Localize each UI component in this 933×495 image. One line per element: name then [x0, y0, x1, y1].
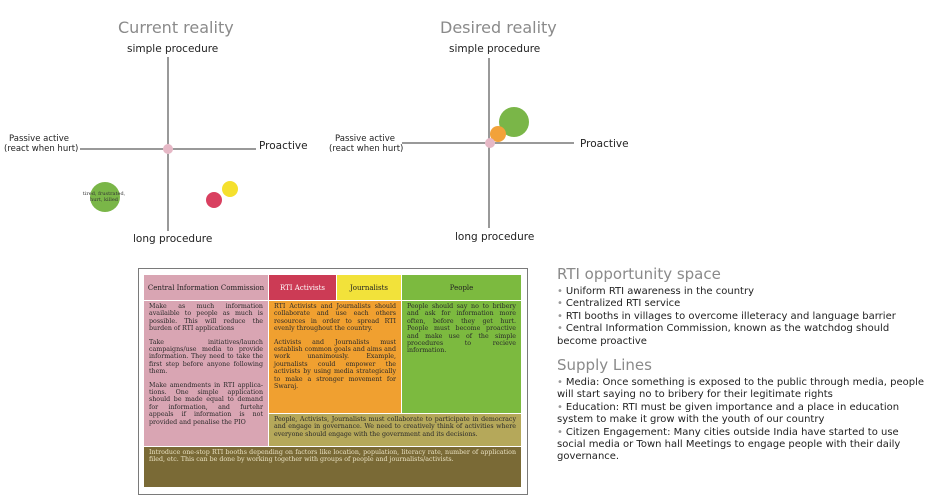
supply-item: •Citizen Engagement: Many cities outside…	[557, 427, 929, 464]
cic-paragraph-1: Make as much information availaible to p…	[149, 303, 263, 333]
header-journalists: Journalists	[337, 275, 401, 300]
chart-title-current: Current reality	[118, 18, 234, 37]
supply-item-text: Education: RTI must be given importance …	[557, 401, 900, 426]
bullet-icon: •	[557, 298, 563, 310]
cell-cic-content: Make as much information availaible to p…	[144, 301, 268, 446]
chart-title-desired: Desired reality	[440, 18, 557, 37]
axis-label-long-procedure-desired: long procedure	[455, 231, 535, 243]
supply-list: •Media: Once something is exposed to the…	[557, 377, 929, 464]
bullet-icon: •	[557, 377, 563, 389]
cic-paragraph-2: Take initiatives/launch campaigns/use me…	[149, 338, 263, 376]
bubble-note-tired: tired, frustrated, hurt, killed	[82, 191, 126, 203]
axis-label-passive-line2-desired: (react when hurt)	[329, 144, 404, 154]
bullet-icon: •	[557, 323, 563, 335]
current-origin-dot	[163, 144, 173, 154]
cic-paragraph-3: Make amendments in RTI applica- tions. O…	[149, 381, 263, 426]
header-people: People	[402, 275, 521, 300]
opportunity-item-text: Central Information Commission, known as…	[557, 323, 890, 347]
opportunity-item: •Uniform RTI awareness in the country	[557, 286, 929, 298]
axis-label-passive-active: Passive active (react when hurt)	[4, 134, 79, 154]
supply-item-text: Citizen Engagement: Many cities outside …	[557, 426, 901, 463]
bullet-icon: •	[557, 310, 563, 322]
opportunity-item: •Central Information Commission, known a…	[557, 323, 929, 348]
activists-paragraph-2: Activists and Journalists must establish…	[274, 338, 396, 391]
people-paragraph: People should say no to bribery and ask …	[407, 303, 516, 355]
opportunity-item-text: Centralized RTI service	[565, 298, 681, 310]
desired-orange-bubble	[490, 126, 506, 142]
bullet-icon: •	[557, 426, 563, 438]
cell-people: People should say no to bribery and ask …	[402, 301, 521, 413]
desired-reality-axes	[402, 58, 574, 228]
bullet-icon: •	[557, 286, 563, 297]
axis-label-passive-line1: Passive active	[9, 134, 69, 144]
opportunity-item-text: Uniform RTI awareness in the country	[565, 286, 754, 297]
supply-item-text: Media: Once something is exposed to the …	[557, 377, 925, 401]
opportunity-item: •Centralized RTI service	[557, 298, 929, 310]
axis-label-simple-procedure: simple procedure	[127, 43, 219, 55]
axis-label-passive-line1-desired: Passive active	[335, 134, 395, 144]
stakeholder-matrix: Central Information Commission RTI Activ…	[138, 268, 528, 495]
right-text-panel: RTI opportunity space •Uniform RTI aware…	[557, 265, 929, 464]
current-reality-axes	[80, 57, 256, 231]
bullet-icon: •	[557, 401, 563, 413]
supply-item: •Education: RTI must be given importance…	[557, 402, 929, 427]
supply-item: •Media: Once something is exposed to the…	[557, 377, 929, 402]
desired-origin-dot	[485, 138, 495, 148]
current-red-bubble	[206, 192, 222, 208]
cell-rti-booths: Introduce one-stop RTI booths depending …	[144, 447, 521, 487]
supply-lines-title: Supply Lines	[557, 356, 652, 375]
axis-label-proactive: Proactive	[259, 140, 308, 152]
axis-label-simple-procedure-desired: simple procedure	[449, 43, 541, 55]
current-green-bubble	[90, 182, 120, 212]
axis-label-passive-line2: (react when hurt)	[4, 144, 79, 154]
opportunity-item: •RTI booths in villages to overcome ille…	[557, 311, 929, 323]
opportunity-space-title: RTI opportunity space	[557, 265, 721, 283]
cell-activists-journalists: RTI Activists and Journalists should col…	[269, 301, 401, 413]
opportunity-item-text: RTI booths in villages to overcome illet…	[565, 310, 896, 322]
desired-green-bubble	[499, 107, 529, 137]
axis-label-passive-active-desired: Passive active (react when hurt)	[329, 134, 404, 154]
opportunity-list: •Uniform RTI awareness in the country •C…	[557, 286, 929, 348]
cell-collaboration: People, Activists, Journalists must coll…	[269, 414, 521, 446]
axis-label-proactive-desired: Proactive	[580, 138, 629, 150]
current-yellow-bubble	[222, 181, 238, 197]
header-central-information-commission: Central Information Commission	[144, 275, 268, 300]
header-rti-activists: RTI Activists	[269, 275, 336, 300]
activists-paragraph-1: RTI Activists and Journalists should col…	[274, 303, 396, 333]
axis-label-long-procedure: long procedure	[133, 233, 213, 245]
